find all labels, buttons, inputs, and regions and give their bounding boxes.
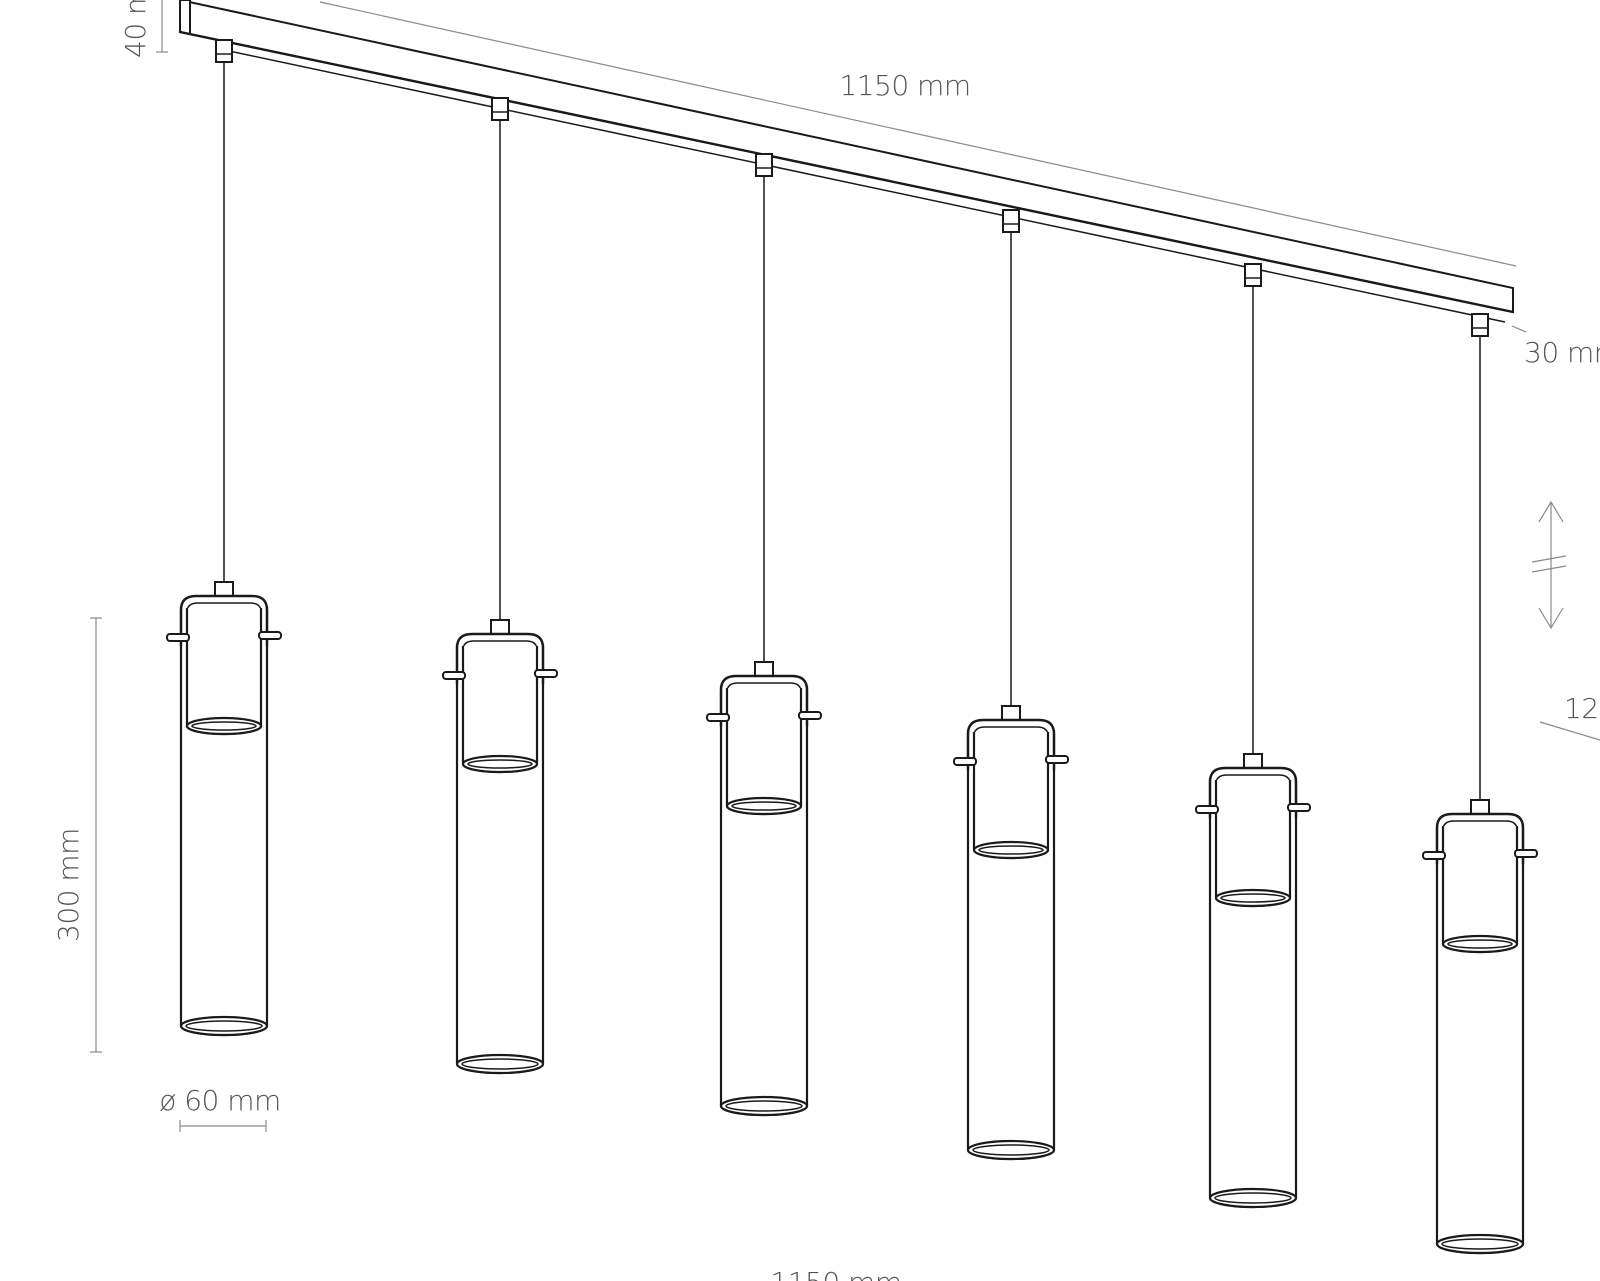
ceiling-mount <box>1002 209 1020 233</box>
inner-cup <box>1441 826 1519 954</box>
pendant-1 <box>166 39 282 1037</box>
pendant-2 <box>442 97 558 1075</box>
side-screw-right <box>534 669 558 678</box>
overall-length-bottom-label: 1150 mm <box>770 1266 901 1281</box>
side-screw-right <box>1287 803 1311 812</box>
inner-cup <box>972 732 1050 860</box>
holder-frame <box>179 594 269 648</box>
side-screw-right <box>1045 755 1069 764</box>
cable-cap <box>1243 753 1263 769</box>
rail-height-label: 40 mm <box>119 0 152 58</box>
inner-cup <box>725 688 803 816</box>
ceiling-mount <box>215 39 233 63</box>
pendants <box>166 39 1538 1255</box>
side-screw-left <box>1195 805 1219 814</box>
pendant-4 <box>953 209 1069 1161</box>
pendant-3 <box>706 153 822 1117</box>
holder-frame <box>1208 766 1298 820</box>
shade-bottom-rim <box>719 1095 809 1117</box>
cable-cap <box>754 661 774 677</box>
holder-frame <box>1435 812 1525 866</box>
ceiling-mount <box>1244 263 1262 287</box>
side-screw-left <box>166 633 190 642</box>
shade-height-label: 300 mm <box>52 828 85 942</box>
rail-height-dimension: 40 mm <box>119 0 168 58</box>
side-screw-right <box>1514 849 1538 858</box>
max-drop-label: 1200 <box>1564 692 1600 725</box>
ceiling-mount <box>755 153 773 177</box>
shade-diameter-label: ø 60 mm <box>159 1084 281 1117</box>
shade-height-dimension: 300 mm <box>52 617 102 1053</box>
shade-bottom-rim <box>455 1053 545 1075</box>
overall-length-bottom-dimension: 1150 mm <box>770 1266 902 1281</box>
adjustable-height-arrows-icon <box>1531 500 1567 630</box>
cable-cap <box>490 619 510 635</box>
rail-depth-dimension: 30 mm <box>1511 325 1600 369</box>
cable-cap <box>1470 799 1490 815</box>
shade-bottom-rim <box>1208 1187 1298 1209</box>
pendant-6 <box>1422 313 1538 1255</box>
ceiling-mount <box>491 97 509 121</box>
side-screw-left <box>1422 851 1446 860</box>
side-screw-left <box>953 757 977 766</box>
holder-frame <box>455 632 545 686</box>
holder-frame <box>719 674 809 728</box>
shade-bottom-rim <box>1435 1233 1525 1255</box>
pendant-5 <box>1195 263 1311 1209</box>
rail-length-top-label: 1150 mm <box>839 69 970 102</box>
cable-cap <box>214 581 234 597</box>
ceiling-rail <box>178 0 1515 323</box>
rail-depth-label: 30 mm <box>1524 336 1600 369</box>
shade-bottom-rim <box>179 1015 269 1037</box>
cable-cap <box>1001 705 1021 721</box>
side-screw-left <box>442 671 466 680</box>
holder-frame <box>966 718 1056 772</box>
shade-bottom-rim <box>966 1139 1056 1161</box>
inner-cup <box>461 646 539 774</box>
rail-length-top-dimension: 1150 mm <box>319 1 1517 267</box>
side-screw-left <box>706 713 730 722</box>
max-drop-dimension: 1200 <box>1539 692 1600 741</box>
shade-diameter-dimension: ø 60 mm <box>159 1084 281 1132</box>
side-screw-right <box>258 631 282 640</box>
inner-cup <box>1214 780 1292 908</box>
side-screw-right <box>798 711 822 720</box>
ceiling-mount <box>1471 313 1489 337</box>
inner-cup <box>185 608 263 736</box>
